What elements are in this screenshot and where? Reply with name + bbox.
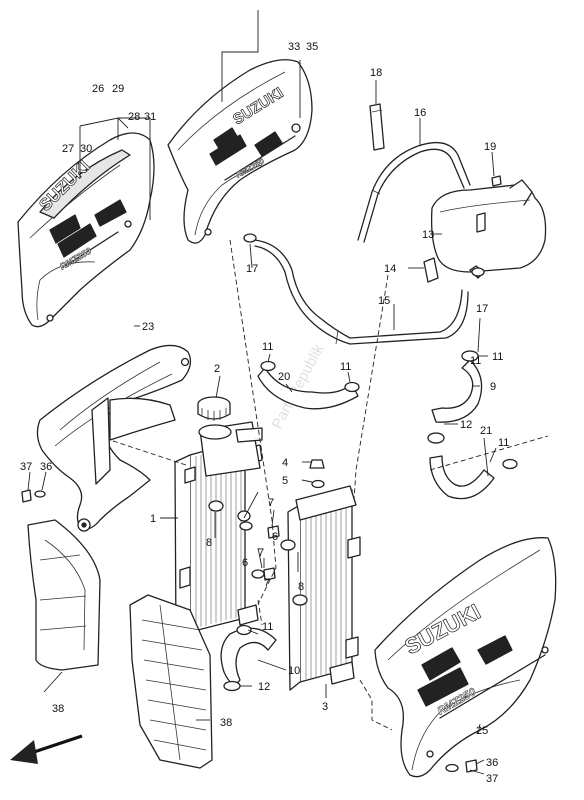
callout-30: 30 (80, 143, 92, 155)
callout-17a: 17 (246, 263, 258, 275)
callout-36b: 36 (486, 757, 498, 769)
breather-hose (357, 141, 471, 241)
callout-36a: 36 (40, 461, 52, 473)
callout-18: 18 (370, 67, 382, 79)
lower-hose (220, 627, 277, 685)
callout-8b: 8 (298, 581, 304, 593)
right-radiator (287, 485, 361, 691)
left-radiator-guard (36, 344, 192, 532)
callout-5: 5 (282, 475, 288, 487)
callout-11a: 11 (262, 341, 273, 353)
callout-29: 29 (112, 83, 124, 95)
left-radiator (174, 421, 263, 641)
right-shroud-lower: SUZUKI RMZ250 (374, 537, 557, 778)
callout-3: 3 (322, 701, 328, 713)
callout-6a: 6 (272, 531, 278, 543)
clamps (223, 233, 518, 692)
callout-25: 25 (476, 725, 488, 737)
callout-27: 27 (62, 143, 74, 155)
callout-38b: 38 (220, 717, 232, 729)
front-arrow-icon (10, 734, 83, 764)
callout-14: 14 (384, 263, 396, 275)
callout-12b: 12 (258, 681, 270, 693)
leader-lines (27, 10, 497, 775)
callout-7a: 7 (268, 497, 274, 509)
callout-37a: 37 (20, 461, 32, 473)
callout-37b: 37 (486, 773, 498, 785)
mount-rubbers (208, 500, 308, 606)
callout-15: 15 (378, 295, 390, 307)
callout-10: 10 (288, 665, 300, 677)
callout-2: 2 (214, 363, 220, 375)
hose-21 (429, 455, 495, 500)
radiator-grille-left (27, 519, 101, 671)
upper-hose (257, 367, 359, 410)
callout-11e: 11 (262, 621, 273, 633)
callout-4: 4 (282, 457, 288, 469)
callout-7c: 7 (264, 577, 270, 589)
assembly-line-right (353, 274, 389, 501)
callout-33: 33 (288, 41, 300, 53)
callout-9: 9 (490, 381, 496, 393)
tank-clip (423, 257, 439, 283)
callout-7b: 7 (258, 547, 264, 559)
reservoir-hose (254, 239, 463, 339)
radiator-cap (197, 396, 231, 421)
callout-35: 35 (306, 41, 318, 53)
callout-12a: 12 (460, 419, 472, 431)
callout-38a: 38 (52, 703, 64, 715)
callout-19: 19 (484, 141, 496, 153)
reservoir-tank (430, 179, 547, 279)
callout-31: 31 (144, 111, 156, 123)
hose-9 (431, 359, 483, 423)
callout-21: 21 (480, 425, 492, 437)
callout-11f: 11 (470, 355, 481, 367)
radiator-grille-right (129, 594, 213, 769)
callout-6b: 6 (242, 557, 248, 569)
hose-clip (369, 103, 385, 151)
callout-8a: 8 (206, 537, 212, 549)
callout-28: 28 (128, 111, 140, 123)
callout-11c: 11 (492, 351, 503, 363)
callout-17b: 17 (476, 303, 488, 315)
callout-23: 23 (142, 321, 154, 333)
callout-16: 16 (414, 107, 426, 119)
callout-labels: 26 29 28 31 27 30 33 35 18 16 19 13 14 1… (20, 41, 509, 785)
callout-20: 20 (278, 371, 290, 383)
bolts (21, 175, 502, 773)
callout-1: 1 (150, 513, 156, 525)
callout-11b: 11 (340, 361, 351, 373)
callout-11d: 11 (498, 437, 509, 449)
callout-26: 26 (92, 83, 104, 95)
callout-13: 13 (422, 229, 434, 241)
right-shroud-upper: SUZUKI RMZ250 (167, 59, 313, 244)
left-shroud: SUZUKI RMZ250 (17, 132, 155, 328)
assembly-line-left (229, 239, 277, 605)
